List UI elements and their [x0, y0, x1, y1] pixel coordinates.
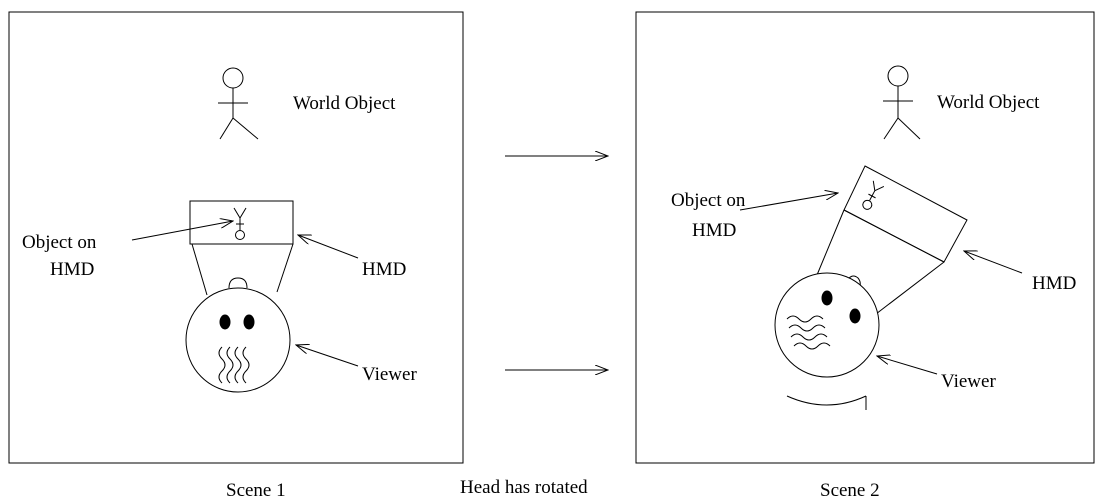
right-eye-icon [243, 314, 255, 330]
scene-1: World Object O [8, 11, 464, 464]
left-eye-icon [219, 314, 231, 330]
object-on-hmd-label-line2: HMD [692, 220, 736, 241]
world-object-figure-icon [883, 65, 921, 140]
world-object-figure-icon [218, 67, 259, 140]
right-eye-icon [849, 308, 861, 324]
hmd-display [816, 165, 968, 315]
object-on-hmd-label-line1: Object on [22, 232, 97, 253]
object-on-hmd-label-line1: Object on [671, 190, 746, 211]
hmd-label: HMD [1032, 273, 1076, 294]
hmd-object-figure-icon [233, 207, 247, 240]
hmd-object-figure-icon [862, 180, 885, 210]
hmd-display [189, 200, 294, 296]
object-on-hmd-label-line2: HMD [50, 259, 94, 280]
scene-2-frame [635, 11, 1095, 464]
object-on-hmd-arrow [131, 221, 233, 241]
world-object-label: World Object [937, 92, 1040, 113]
viewer-label: Viewer [941, 371, 996, 392]
transition-caption: Head has rotated [460, 477, 588, 498]
hmd-arrow [298, 235, 359, 259]
scene-1-caption: Scene 1 [226, 480, 286, 501]
rotation-arrow-icon [786, 395, 867, 406]
beard-lines-icon [786, 315, 831, 350]
object-on-hmd-arrow [739, 193, 838, 211]
beard-lines-icon [218, 346, 250, 384]
viewer-label: Viewer [362, 364, 417, 385]
scene-2: World Object [635, 11, 1095, 464]
viewer-arrow [296, 345, 359, 367]
viewer-head [185, 277, 291, 393]
scene-2-caption: Scene 2 [820, 480, 880, 501]
viewer-arrow [877, 356, 938, 375]
scene-1-frame [8, 11, 464, 464]
world-object-label: World Object [293, 93, 396, 114]
hmd-arrow [964, 251, 1023, 274]
viewer-head [774, 272, 880, 378]
hmd-label: HMD [362, 259, 406, 280]
left-eye-icon [821, 290, 833, 306]
